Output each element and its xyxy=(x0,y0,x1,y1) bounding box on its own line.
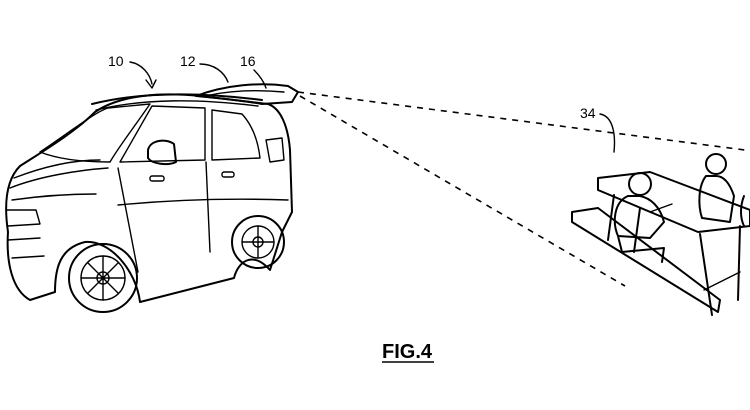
person-front xyxy=(613,172,673,263)
front-side-window xyxy=(119,105,206,163)
lower-bumper-line xyxy=(11,255,45,259)
person-front-torso xyxy=(613,195,665,239)
side-mirror xyxy=(147,139,177,166)
front-spokes xyxy=(80,255,126,301)
liftgate-glass xyxy=(209,90,285,96)
roof-rail xyxy=(91,93,263,105)
rear-spokes xyxy=(241,225,275,259)
grille xyxy=(5,209,41,227)
picnic-table-scene xyxy=(571,153,750,316)
person-back-torso xyxy=(698,175,735,223)
projection-beam xyxy=(297,91,746,287)
label-projector: 16 xyxy=(240,53,256,69)
hood-line xyxy=(9,167,109,189)
person-front-arm xyxy=(649,203,673,213)
leader-liftgate xyxy=(199,63,229,83)
rear-door-handle xyxy=(221,171,235,178)
vehicle xyxy=(5,83,299,313)
label-vehicle: 10 xyxy=(108,53,124,69)
rear-side-window xyxy=(211,109,261,161)
leader-projector xyxy=(253,69,267,89)
bumper-line xyxy=(7,237,41,241)
person-back-head xyxy=(705,153,727,175)
label-audience: 34 xyxy=(580,105,596,121)
beam-lower-edge xyxy=(299,95,626,287)
leg-brace xyxy=(703,271,741,291)
body-character-line xyxy=(117,198,289,206)
front-door-seam xyxy=(117,167,139,273)
figure-caption: FIG.4 xyxy=(382,341,433,363)
headlight-line xyxy=(11,193,97,201)
rear-tire xyxy=(231,215,285,269)
windshield xyxy=(39,103,151,163)
reference-labels: 10 12 16 34 xyxy=(108,53,616,153)
label-liftgate: 12 xyxy=(180,53,196,69)
front-tire xyxy=(68,243,138,313)
roof-line xyxy=(95,100,259,111)
beam-upper-edge xyxy=(297,91,746,151)
person-front-head xyxy=(628,172,652,196)
front-bench xyxy=(571,207,721,313)
arrowhead-vehicle xyxy=(145,79,157,89)
front-door-handle xyxy=(149,175,165,182)
tail-light xyxy=(265,137,285,163)
person-front-legs xyxy=(617,235,665,263)
table-legs xyxy=(607,194,741,316)
person-back xyxy=(698,153,735,223)
leader-audience xyxy=(599,113,616,153)
person-edge xyxy=(740,195,745,227)
leader-vehicle xyxy=(129,61,153,85)
hood-crease xyxy=(13,159,101,179)
vehicle-body-outline xyxy=(5,93,293,303)
rear-door-seam xyxy=(205,161,211,253)
